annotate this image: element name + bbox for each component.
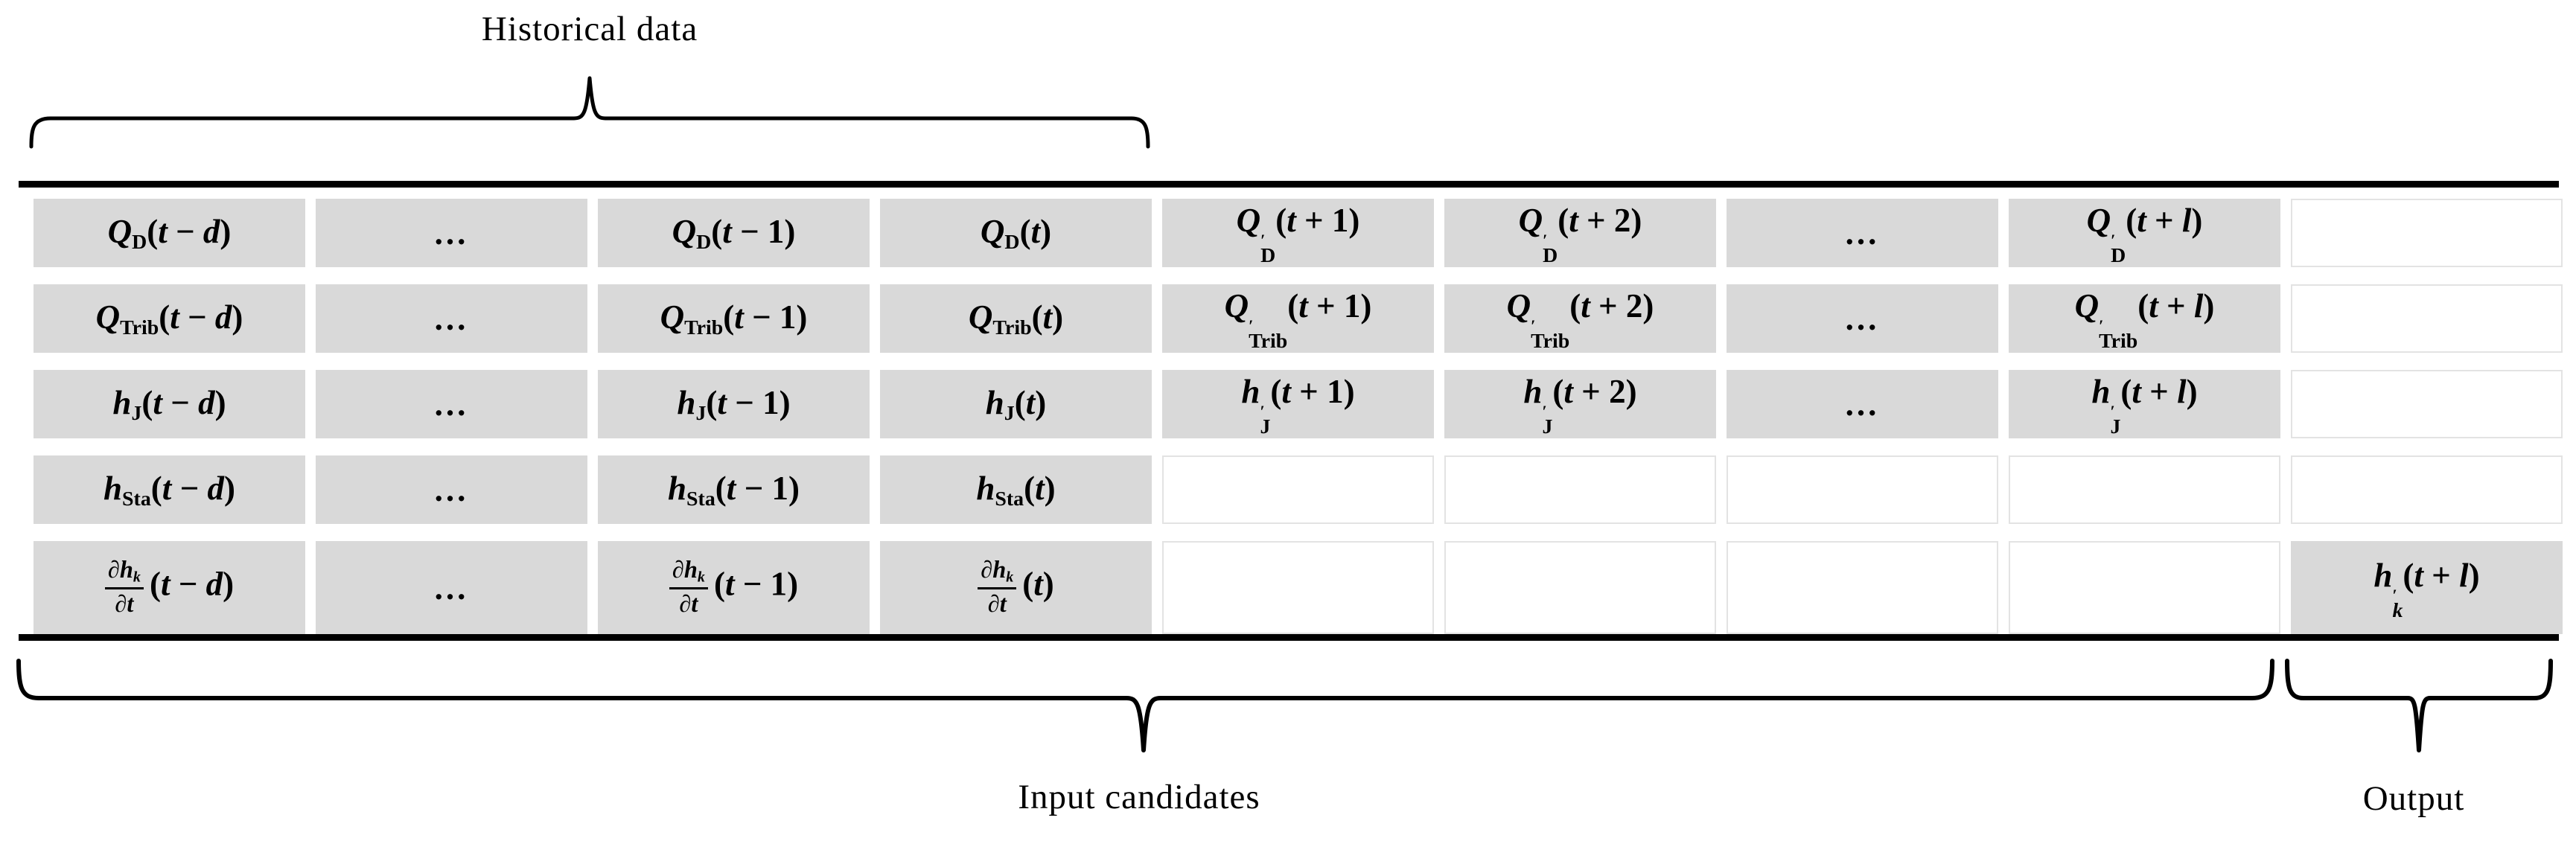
- input-candidates-label: Input candidates: [1018, 778, 1260, 816]
- table-cell-r4c6: [1444, 455, 1716, 524]
- math-expression: ...: [1845, 214, 1880, 252]
- table-cell-r1c3: QD(t − 1): [598, 199, 870, 267]
- table-cell-r4c1: hSta(t − d): [34, 455, 305, 524]
- math-expression: QD(t): [980, 212, 1052, 254]
- output-brace: [2285, 659, 2553, 752]
- math-expression: h′k(t + l): [2373, 556, 2480, 622]
- table-cell-r2c2: ...: [316, 284, 587, 353]
- math-expression: ...: [434, 569, 469, 607]
- math-expression: h′J(t + 1): [1241, 373, 1355, 439]
- math-expression: QD(t − d): [107, 212, 232, 254]
- table-cell-r2c8: Q′Trib(t + l): [2009, 284, 2280, 353]
- table-cell-r3c7: ...: [1727, 370, 1998, 438]
- math-expression: hSta(t − 1): [668, 469, 800, 511]
- table-cell-r5c1: ∂hk∂t(t − d): [34, 541, 305, 634]
- table-cell-r1c6: Q′D(t + 2): [1444, 199, 1716, 267]
- table-cell-r5c6: [1444, 541, 1716, 634]
- math-expression: Q′D(t + 1): [1236, 202, 1360, 268]
- math-expression: h′J(t + l): [2091, 373, 2198, 439]
- table-cell-r3c9: [2291, 370, 2563, 438]
- math-expression: Q′Trib(t + 1): [1224, 287, 1372, 354]
- math-expression: QTrib(t): [968, 298, 1064, 339]
- table-cell-r4c2: ...: [316, 455, 587, 524]
- math-expression: ...: [434, 386, 469, 423]
- table-bottom-rule: [19, 634, 2559, 641]
- table-cell-r3c1: hJ(t − d): [34, 370, 305, 438]
- historical-data-brace: [29, 76, 1150, 149]
- math-expression: QTrib(t − d): [95, 298, 243, 339]
- output-label: Output: [2362, 779, 2465, 818]
- math-expression: ...: [1845, 386, 1880, 423]
- input-candidates-brace: [16, 659, 2274, 752]
- historical-data-label: Historical data: [481, 10, 698, 48]
- table-cell-r5c8: [2009, 541, 2280, 634]
- table-cell-r3c8: h′J(t + l): [2009, 370, 2280, 438]
- table-cell-r4c3: hSta(t − 1): [598, 455, 870, 524]
- table-cell-r4c7: [1727, 455, 1998, 524]
- table-cell-r1c4: QD(t): [880, 199, 1152, 267]
- math-expression: QD(t − 1): [672, 212, 796, 254]
- math-expression: hSta(t − d): [103, 469, 235, 511]
- math-expression: ...: [1845, 300, 1880, 337]
- table-cell-r5c7: [1727, 541, 1998, 634]
- math-expression: ...: [434, 214, 469, 252]
- math-expression: Q′D(t + 2): [1518, 202, 1642, 268]
- math-expression: h′J(t + 2): [1523, 373, 1637, 439]
- table-cell-r5c2: ...: [316, 541, 587, 634]
- math-expression: hJ(t − d): [112, 383, 226, 425]
- math-expression: Q′Trib(t + l): [2074, 287, 2215, 354]
- table-cell-r1c5: Q′D(t + 1): [1162, 199, 1434, 267]
- table-cell-r1c2: ...: [316, 199, 587, 267]
- table-cell-r3c3: hJ(t − 1): [598, 370, 870, 438]
- table-top-rule: [19, 181, 2559, 188]
- table-cell-r4c8: [2009, 455, 2280, 524]
- math-expression: Q′Trib(t + 2): [1506, 287, 1654, 354]
- math-expression: ∂hk∂t(t): [978, 557, 1054, 618]
- table-cell-r5c5: [1162, 541, 1434, 634]
- table-cell-r4c5: [1162, 455, 1434, 524]
- table-cell-r4c4: hSta(t): [880, 455, 1152, 524]
- table-cell-r5c9: h′k(t + l): [2291, 541, 2563, 634]
- math-expression: ∂hk∂t(t − d): [104, 557, 234, 618]
- table-cell-r2c5: Q′Trib(t + 1): [1162, 284, 1434, 353]
- table-cell-r1c1: QD(t − d): [34, 199, 305, 267]
- math-expression: ∂hk∂t(t − 1): [669, 557, 798, 618]
- table-cell-r3c2: ...: [316, 370, 587, 438]
- math-expression: Q′D(t + l): [2086, 202, 2203, 268]
- table-cell-r4c9: [2291, 455, 2563, 524]
- table-cell-r2c9: [2291, 284, 2563, 353]
- math-expression: hJ(t): [985, 383, 1047, 425]
- table-cell-r1c8: Q′D(t + l): [2009, 199, 2280, 267]
- table-cell-r2c7: ...: [1727, 284, 1998, 353]
- table-cell-r2c3: QTrib(t − 1): [598, 284, 870, 353]
- table-cell-r1c9: [2291, 199, 2563, 267]
- math-expression: ...: [434, 300, 469, 337]
- table-cell-r3c5: h′J(t + 1): [1162, 370, 1434, 438]
- table-cell-r2c1: QTrib(t − d): [34, 284, 305, 353]
- table-cell-r3c6: h′J(t + 2): [1444, 370, 1716, 438]
- math-expression: hJ(t − 1): [677, 383, 791, 425]
- table-cell-r2c6: Q′Trib(t + 2): [1444, 284, 1716, 353]
- math-expression: hSta(t): [976, 469, 1056, 511]
- table-cell-r5c4: ∂hk∂t(t): [880, 541, 1152, 634]
- table-cell-r5c3: ∂hk∂t(t − 1): [598, 541, 870, 634]
- table-cell-r3c4: hJ(t): [880, 370, 1152, 438]
- table-cell-r2c4: QTrib(t): [880, 284, 1152, 353]
- math-expression: QTrib(t − 1): [660, 298, 808, 339]
- math-expression: ...: [434, 471, 469, 508]
- table-cell-r1c7: ...: [1727, 199, 1998, 267]
